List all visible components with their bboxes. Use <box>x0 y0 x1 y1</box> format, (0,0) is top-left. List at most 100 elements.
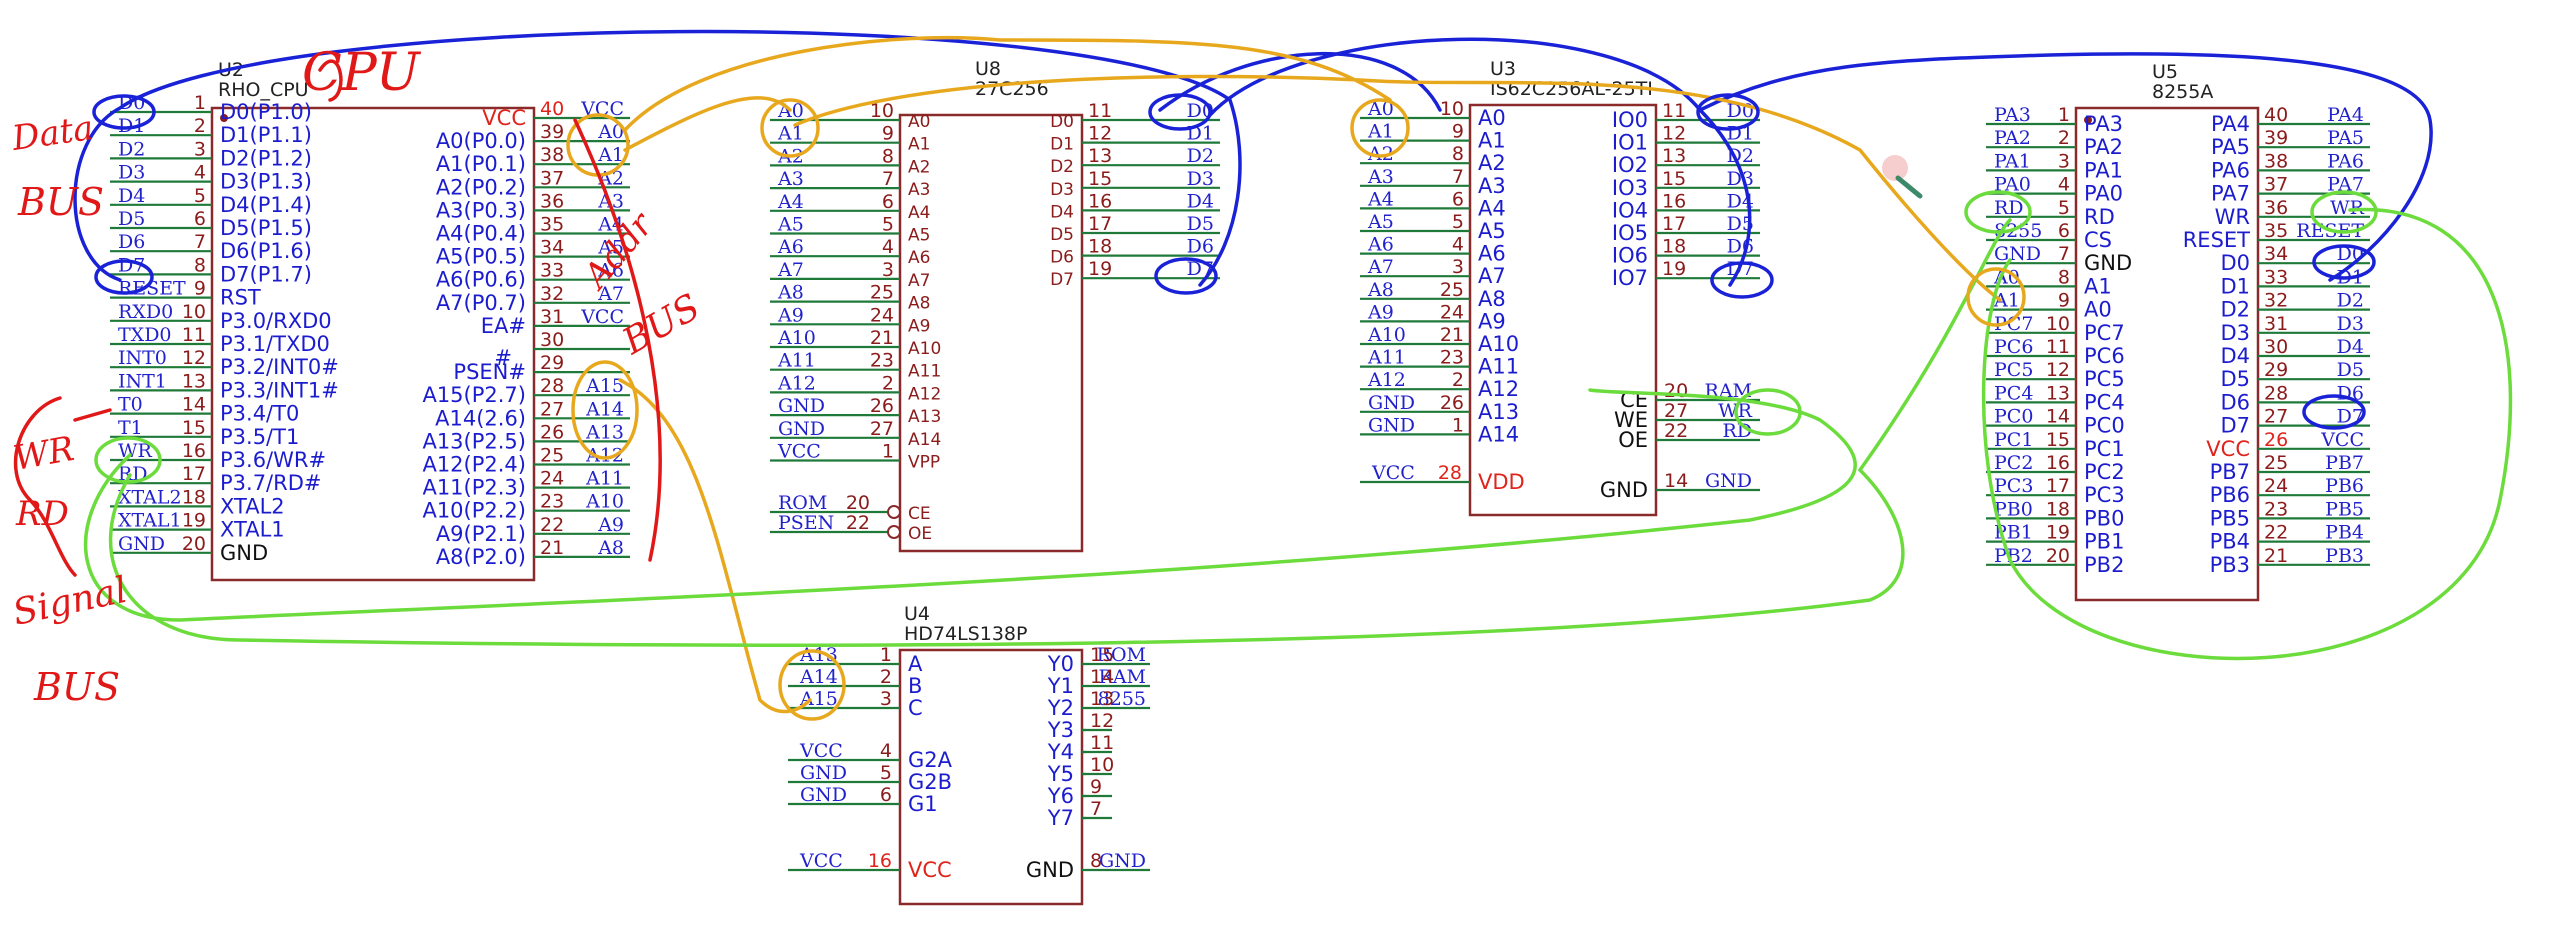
u3-net-label: A12 <box>1367 369 1406 391</box>
data-bus-circle <box>94 259 154 295</box>
u5-pin-name: PA2 <box>2084 135 2123 159</box>
u4-pin-number: 11 <box>1090 732 1114 754</box>
u3-pin-number: 11 <box>1662 100 1686 122</box>
u2-pin-name: P3.5/T1 <box>220 425 299 449</box>
u2-net-label: TXD0 <box>118 324 172 346</box>
u2-pin-number: 10 <box>182 301 206 323</box>
u5-pin-name: PA1 <box>2084 158 2123 182</box>
u5-pin-name: PB6 <box>2210 483 2250 507</box>
u2-pin-name: A8(P2.0) <box>436 545 526 569</box>
u8-net-label: A1 <box>777 123 804 145</box>
u3-pin-number: 7 <box>1452 166 1464 188</box>
u2-pin-number: 13 <box>182 370 206 392</box>
u4-pin-number: 7 <box>1090 798 1102 820</box>
u2-pin-name: A2(P0.2) <box>436 175 526 199</box>
u2-pin-name: P3.0/RXD0 <box>220 309 332 333</box>
u2-net-label: RXD0 <box>118 301 173 323</box>
u2-pin-number: 2 <box>194 115 206 137</box>
data-bus-circle <box>2302 394 2366 430</box>
u4-net-label: GND <box>1099 850 1146 872</box>
u3-pin-name: A1 <box>1478 129 1506 153</box>
u8-pin-number: 10 <box>870 100 894 122</box>
u8-net-label: VCC <box>777 441 821 463</box>
signal-bus-circle <box>94 436 162 484</box>
u3-pin-number: 26 <box>1440 392 1464 414</box>
u5-net-label: PC6 <box>1994 336 2033 358</box>
u2-pin-name: D3(P1.3) <box>220 170 312 194</box>
u5-pin-name: PB3 <box>2210 553 2250 577</box>
u8-pin-name: D1 <box>1050 135 1074 155</box>
u3-net-label: A11 <box>1367 347 1406 369</box>
u4-pin-number: 13 <box>1090 688 1114 710</box>
u5-net-label: PC0 <box>1994 406 2033 428</box>
u4-pin-number: 5 <box>880 762 892 784</box>
u2-pin-name: A10(P2.2) <box>422 499 526 523</box>
u2-pin-number: 31 <box>540 306 564 328</box>
u3-pin-number: 18 <box>1662 236 1686 258</box>
u5-pin-name: CS <box>2084 228 2112 252</box>
u5-pin-name: D2 <box>2220 298 2250 322</box>
data-bus-circle <box>1710 261 1774 299</box>
u8-pin-name: A3 <box>908 180 930 200</box>
u2-pin-number: 8 <box>194 254 206 276</box>
u3-pin-number: 10 <box>1440 98 1464 120</box>
u2-pin-number: 11 <box>182 324 206 346</box>
u2-pin-name: A12(P2.4) <box>422 453 526 477</box>
u2-pin-name: A14(2.6) <box>435 406 526 430</box>
u5-net-label: PC4 <box>1994 382 2033 404</box>
u4-net-label: A13 <box>799 644 838 666</box>
u5-net-label: D6 <box>2337 382 2364 404</box>
u3-pin-name: A8 <box>1478 287 1506 311</box>
u8-pin-number: 17 <box>1088 213 1112 235</box>
u5-pin-number: 6 <box>2058 220 2070 242</box>
u5-pin-name: PA7 <box>2211 182 2250 206</box>
u5-part: 8255A <box>2152 81 2213 103</box>
u2-pin-name: A1(P0.1) <box>436 152 526 176</box>
u8-ctrl-net-label: ROM <box>778 492 827 514</box>
u5-body <box>2074 106 2260 602</box>
data-bus-circle <box>2312 244 2376 280</box>
u8-pin-number: 19 <box>1088 258 1112 280</box>
u2-net-label: GND <box>118 533 165 555</box>
u8-pin-name: A6 <box>908 248 930 268</box>
u5-pin-number: 32 <box>2264 290 2288 312</box>
u3-pin-name: A11 <box>1478 355 1519 379</box>
u5-pin-name: PA4 <box>2211 112 2250 136</box>
u2-pin-number: 22 <box>540 514 564 536</box>
u2-pin-name: A4(P0.4) <box>436 222 526 246</box>
u2-pin-name: VCC <box>482 106 526 130</box>
u5-pin-number: 28 <box>2264 382 2288 404</box>
u2-net-label: D3 <box>118 162 145 184</box>
u5-net-label: PC7 <box>1994 313 2033 335</box>
signal-bus-circle <box>1964 190 2032 234</box>
u2-pin-name: D2(P1.2) <box>220 146 312 170</box>
signal-bus-annotation-line1: Signal <box>9 570 130 634</box>
u8-net-label: A4 <box>777 191 804 213</box>
u3-pin-name: A5 <box>1478 219 1506 243</box>
u8-pin-name: A7 <box>908 271 930 291</box>
u8-inversion-bubble <box>887 525 901 539</box>
u2-net-label: VCC <box>580 306 624 328</box>
u2-net-label: A8 <box>597 537 624 559</box>
u3-gnd-pin-name: GND <box>1600 478 1648 502</box>
u5-net-label: PA0 <box>1994 174 2031 196</box>
u5-pin-name: PB0 <box>2084 506 2124 530</box>
u8-pin-number: 16 <box>1088 190 1112 212</box>
u2-net-label: INT1 <box>118 370 167 392</box>
u2-net-label: INT0 <box>118 347 167 369</box>
u3-pin-name: A4 <box>1478 196 1506 220</box>
u8-pin-name: A4 <box>908 203 930 223</box>
u5-pin-number: 34 <box>2264 243 2288 265</box>
u3-pin-number: 25 <box>1440 279 1464 301</box>
u4-pin-name: G1 <box>908 792 938 816</box>
u5-pin-number: 20 <box>2046 545 2070 567</box>
u5-pin-number: 35 <box>2264 220 2288 242</box>
u5-pin-number: 16 <box>2046 452 2070 474</box>
u3-ref: U3 <box>1490 58 1516 80</box>
u5-pin-name: D6 <box>2220 390 2250 414</box>
u8-net-label: A5 <box>777 214 804 236</box>
u2-pin-name: P3.7/RD# <box>220 471 322 495</box>
signal-bus-annotation-line2: BUS <box>33 665 120 709</box>
u8-pin-number: 12 <box>1088 123 1112 145</box>
